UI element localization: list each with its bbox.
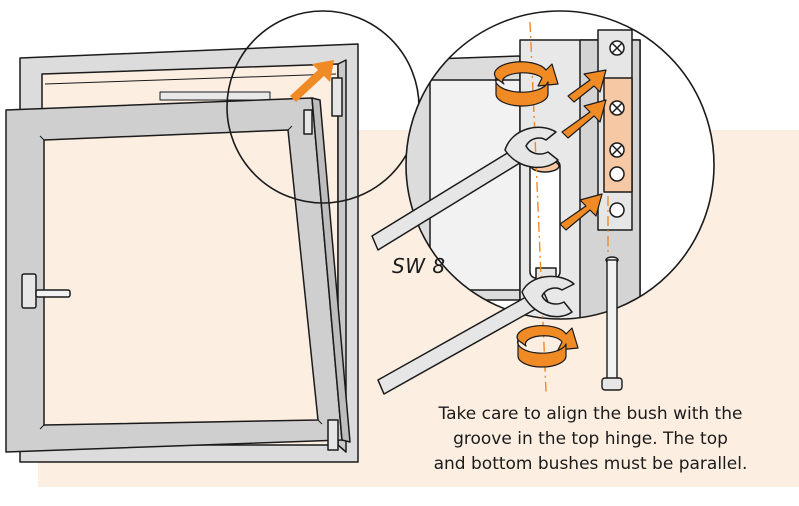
window-handle-icon bbox=[21, 273, 71, 309]
wrench-icon bbox=[371, 126, 559, 251]
hinge-detail-view bbox=[405, 10, 715, 320]
wrench-icon bbox=[377, 275, 575, 395]
push-arrow-icon bbox=[290, 60, 334, 102]
rotate-arrow-icon bbox=[493, 61, 559, 107]
wrench-size-label: SW 8 bbox=[392, 254, 446, 278]
hinge-bush bbox=[529, 159, 561, 281]
hinge-pin-icon bbox=[601, 256, 623, 391]
rotate-arrow-icon bbox=[516, 325, 579, 368]
top-hinge-plate bbox=[597, 29, 633, 231]
caption-line: groove in the top hinge. The top bbox=[453, 429, 728, 449]
caption-line: and bottom bushes must be parallel. bbox=[433, 454, 748, 474]
window-illustration bbox=[5, 43, 359, 463]
instruction-caption: Take care to align the bush with the gro… bbox=[398, 402, 783, 477]
push-arrow-icon bbox=[559, 69, 607, 231]
caption-line: Take care to align the bush with the bbox=[438, 404, 743, 424]
